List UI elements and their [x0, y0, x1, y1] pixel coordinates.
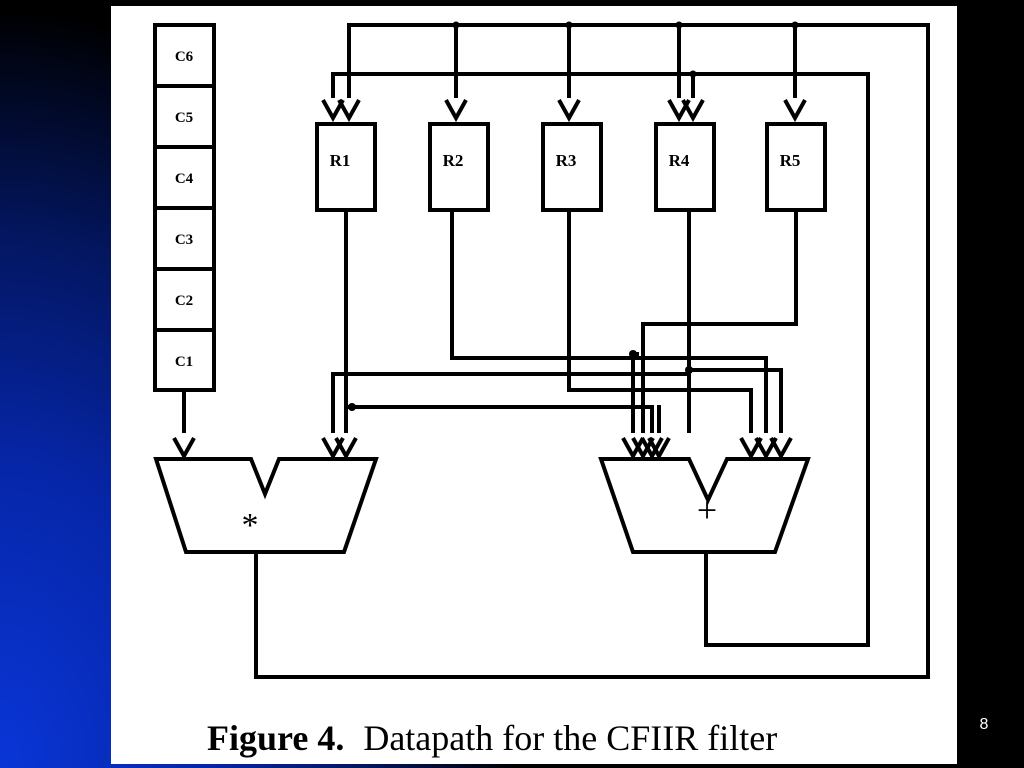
adder-right-arrow-c: [769, 437, 793, 461]
r1-input-arrow-b: [337, 99, 361, 123]
junction-dots: [348, 21, 799, 411]
datapath-diagram: C6 C5 C4 C3 C2 C1 R1 R2 R3 R4 R5 * + Fig…: [153, 21, 930, 758]
adder-left-arrow-a: [621, 437, 645, 461]
register-label-r5: R5: [780, 151, 801, 170]
multiplier-symbol: *: [242, 507, 259, 544]
register-label-r2: R2: [443, 151, 464, 170]
adder-feedback-bus: [331, 72, 870, 647]
figure-panel: C6 C5 C4 C3 C2 C1 R1 R2 R3 R4 R5 * + Fig…: [111, 6, 957, 764]
figure-caption-label: Figure 4.: [207, 718, 344, 758]
coefficient-label-c4: C4: [175, 171, 194, 187]
r4-out-wire: [687, 208, 783, 433]
adder-left-arrow-b: [631, 437, 655, 461]
r2-out-wire: [450, 208, 768, 433]
r5-out-wire: [641, 208, 798, 433]
coefficient-label-c3: C3: [175, 232, 193, 248]
r5-input-arrow: [783, 99, 807, 123]
coefficient-stack: [153, 23, 216, 392]
adder-symbol: +: [697, 490, 717, 530]
register-label-r1: R1: [330, 151, 351, 170]
register-label-r4: R4: [669, 151, 690, 170]
r4-input-arrow-b: [681, 99, 705, 123]
multiplier-input-arrow-b: [334, 437, 358, 461]
multiplier-feedback-bus: [254, 23, 930, 679]
coefficient-label-c6: C6: [175, 49, 194, 65]
register-r2-box: [428, 122, 490, 212]
multiplier-coeff-arrow: [172, 437, 196, 461]
r3-out-wire: [567, 208, 753, 433]
figure-caption: Figure 4. Datapath for the CFIIR filter: [207, 718, 777, 758]
r2-input-arrow: [444, 99, 468, 123]
coefficient-label-c1: C1: [175, 354, 193, 370]
slide-number: 8: [979, 716, 989, 733]
r1-input-arrow-a: [321, 99, 345, 123]
adder-unit: [598, 457, 811, 554]
adder-left-arrow-c: [640, 437, 664, 461]
register-r4-box: [654, 122, 716, 212]
register-r3-box: [541, 122, 603, 212]
figure-caption-text: Datapath for the CFIIR filter: [363, 718, 777, 758]
coefficient-label-c2: C2: [175, 293, 193, 309]
r3-input-arrow: [557, 99, 581, 123]
register-label-r3: R3: [556, 151, 577, 170]
multiplier-unit: [153, 457, 379, 554]
arrowheads: [172, 99, 807, 461]
coefficient-label-c5: C5: [175, 110, 193, 126]
r1-out-wire: [344, 208, 654, 433]
adder-left-arrow-d: [647, 437, 671, 461]
